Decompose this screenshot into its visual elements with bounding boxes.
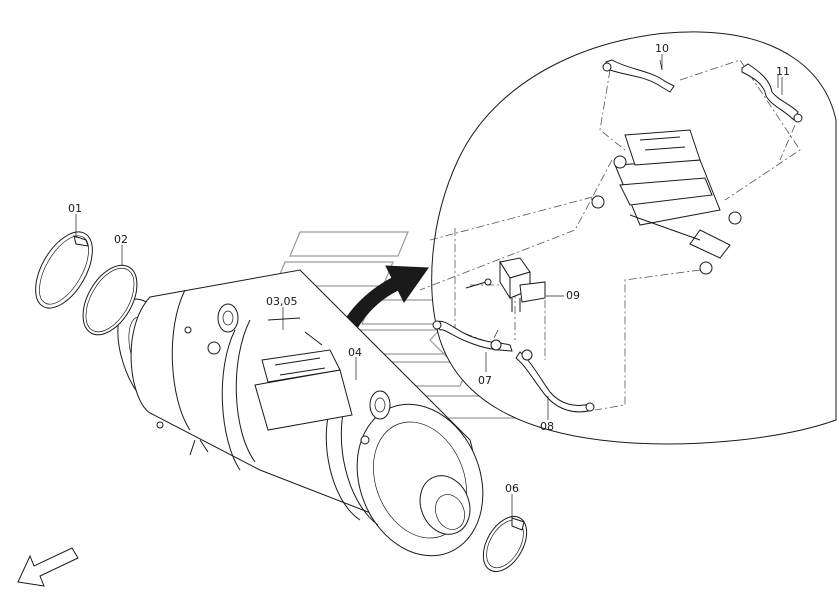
detail-view-bubble bbox=[431, 31, 837, 445]
callout-08: 08 bbox=[540, 420, 554, 433]
callout-06: 06 bbox=[505, 482, 519, 495]
callout-11: 11 bbox=[776, 65, 790, 78]
exhaust-aftertreatment-unit bbox=[117, 269, 484, 557]
clamp-ring-part-01 bbox=[35, 231, 93, 309]
callout-09: 09 bbox=[566, 289, 580, 302]
callout-03-05: 03,05 bbox=[266, 295, 298, 308]
callout-10: 10 bbox=[655, 42, 669, 55]
callout-07: 07 bbox=[478, 374, 492, 387]
sensor-module-detail bbox=[591, 129, 742, 275]
gasket-ring-part-02 bbox=[82, 264, 138, 336]
callout-04: 04 bbox=[348, 346, 362, 359]
callout-02: 02 bbox=[114, 233, 128, 246]
pipe-part-08 bbox=[515, 349, 595, 413]
hose-part-11 bbox=[741, 63, 803, 123]
hose-part-10 bbox=[602, 59, 675, 93]
front-direction-arrow-icon bbox=[17, 547, 79, 587]
clamp-ring-part-06 bbox=[482, 516, 528, 572]
bracket-part-09 bbox=[465, 257, 546, 312]
leader-lines bbox=[75, 54, 783, 518]
pipe-part-07 bbox=[432, 320, 513, 352]
callout-01: 01 bbox=[68, 202, 82, 215]
